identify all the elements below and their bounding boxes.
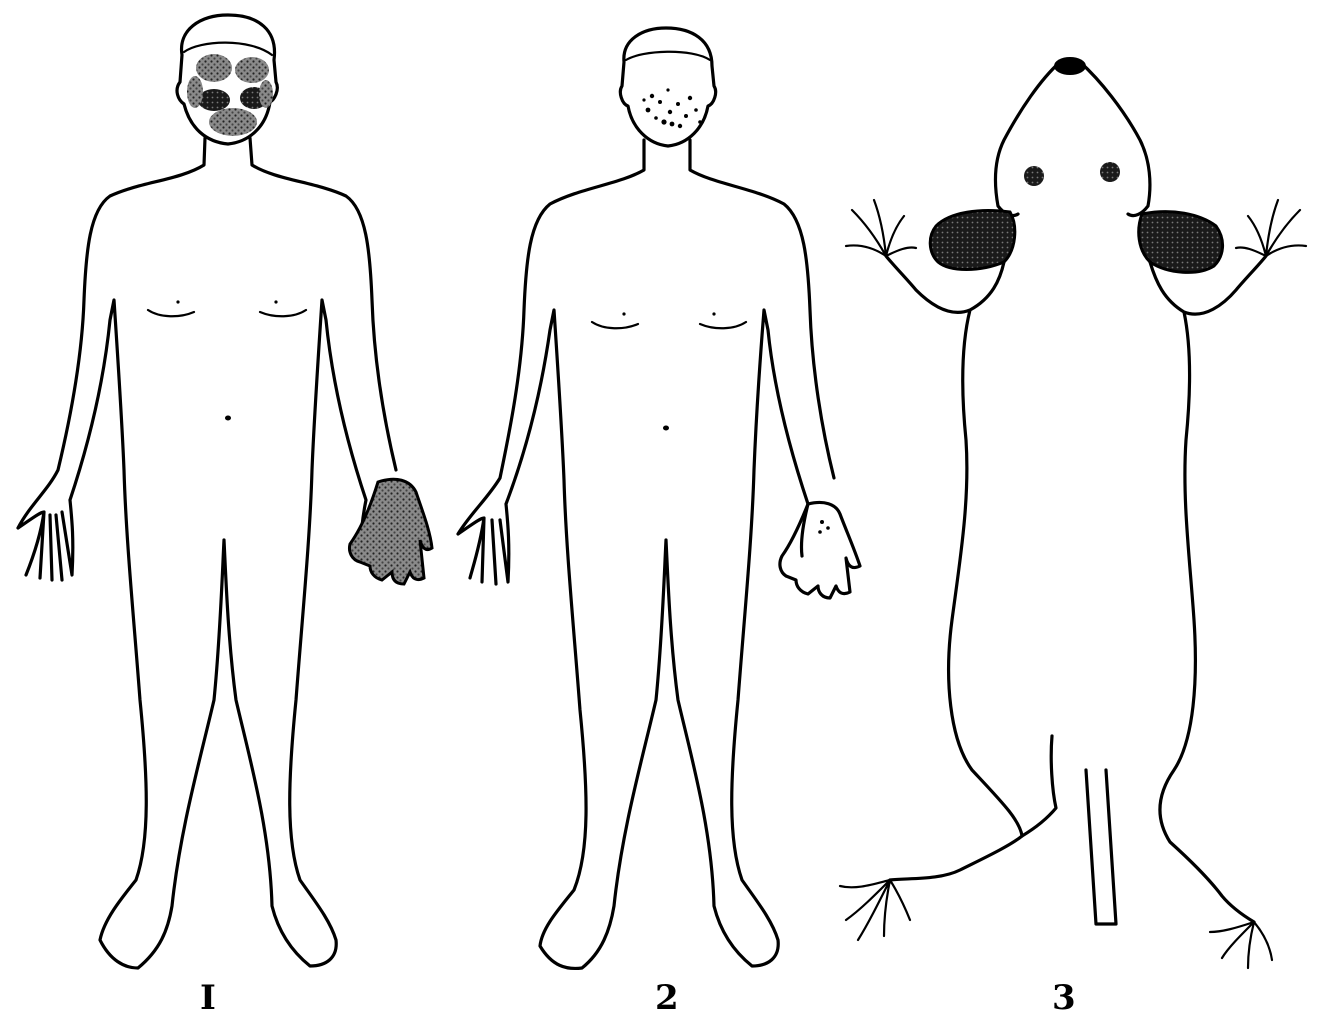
left-eye [1024, 166, 1044, 186]
hand-outline [780, 502, 860, 598]
figure-label-1: I [200, 978, 216, 1018]
diseased-hand [349, 479, 432, 584]
tail [1086, 770, 1116, 924]
hairline [626, 52, 710, 60]
facial-spots [642, 88, 701, 128]
head-outline [996, 62, 1150, 216]
head-outline [620, 28, 715, 146]
body-outline [886, 256, 1266, 922]
left-hind-paw [840, 880, 910, 940]
chest-lines [148, 310, 306, 316]
figure-label-3: 3 [1052, 978, 1076, 1018]
figure-label-2: 2 [655, 978, 679, 1018]
right-hind-paw [1210, 922, 1272, 968]
inner-leg [1022, 736, 1056, 836]
hand-spots [818, 520, 830, 534]
nose [1054, 57, 1086, 75]
left-fore-paw [846, 200, 916, 256]
navel [225, 416, 231, 421]
right-shoulder-outline [690, 140, 834, 478]
human-figure-2 [458, 28, 860, 968]
rat-figure-3 [840, 57, 1306, 968]
right-fore-paw [1236, 200, 1306, 256]
hairline [184, 43, 272, 55]
right-eye [1100, 162, 1120, 182]
left-ear-lesion [930, 211, 1015, 270]
chest-lines [592, 322, 746, 328]
body-outline [18, 138, 366, 968]
body-outline [458, 140, 808, 968]
human-figure-1 [18, 15, 432, 968]
navel [663, 426, 669, 431]
